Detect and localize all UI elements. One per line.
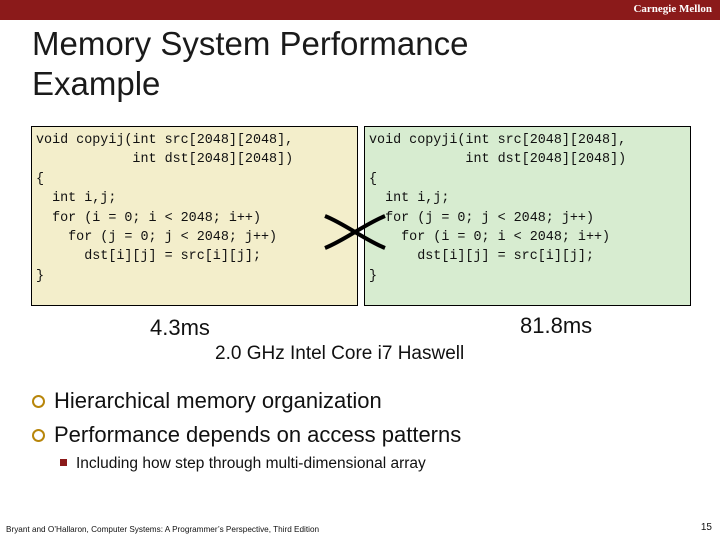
ring-bullet-icon [32,395,45,408]
bullet-item: Hierarchical memory organization [32,386,461,420]
header-bar: Carnegie Mellon [0,0,720,20]
code-box-copyji: void copyji(int src[2048][2048], int dst… [364,126,691,306]
time-copyij: 4.3ms [150,315,210,340]
page-number: 15 [700,522,712,533]
code-box-copyij: void copyij(int src[2048][2048], int dst… [31,126,358,306]
slide-title: Memory System Performance Example [32,25,469,102]
bullet-text: Hierarchical memory organization [54,388,382,413]
ring-bullet-icon [32,429,45,442]
bullet-text: Performance depends on access patterns [54,422,462,447]
footer-citation: Bryant and O’Hallaron, Computer Systems:… [6,525,320,534]
bullet-list: Hierarchical memory organization Perform… [32,386,461,454]
sub-bullet-text: Including how step through multi-dimensi… [76,455,426,472]
sub-bullet: Including how step through multi-dimensi… [60,455,426,473]
brand-label: Carnegie Mellon [633,3,712,15]
cross-icon [324,214,386,250]
cpu-label: 2.0 GHz Intel Core i7 Haswell [215,343,465,364]
square-bullet-icon [60,459,67,466]
time-copyji: 81.8ms [520,313,593,338]
bullet-item: Performance depends on access patterns [32,420,461,454]
